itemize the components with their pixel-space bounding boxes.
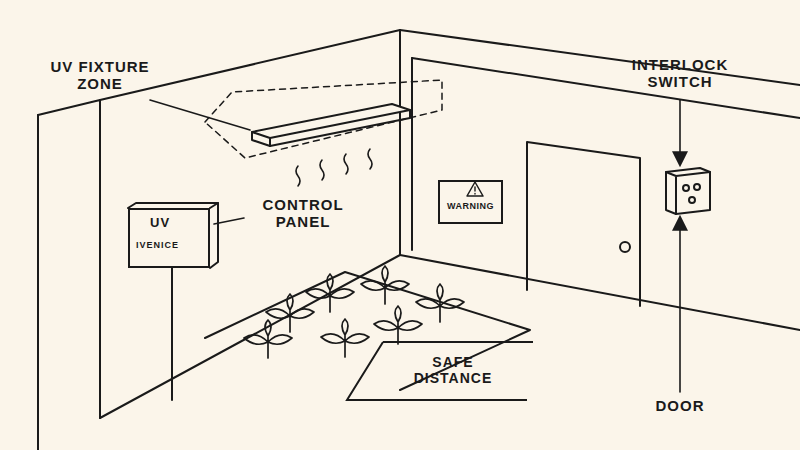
callout-label: INTERLOCK SWITCH — [615, 56, 745, 91]
callout-label: CONTROL PANEL — [248, 196, 358, 231]
plant-sprouts — [244, 266, 464, 358]
warning-sign: WARNING — [438, 180, 503, 224]
control-panel: UV IVENICE — [128, 208, 210, 268]
floor-zone — [205, 272, 530, 390]
door — [527, 142, 640, 306]
callout-label: UV FIXTURE ZONE — [30, 58, 170, 93]
interlock-switch — [666, 168, 710, 214]
safe-distance-zone: SAFE DISTANCE — [345, 340, 535, 402]
leader-arrow — [679, 218, 681, 392]
leader-line — [150, 100, 250, 130]
node-text: SAFE DISTANCE — [403, 354, 503, 386]
room-walls — [38, 30, 800, 450]
node-text: WARNING — [443, 201, 498, 211]
panel-side — [210, 203, 218, 268]
callout-label: DOOR — [645, 397, 715, 414]
uv-fixture — [205, 80, 442, 186]
node-text: IVENICE — [136, 240, 202, 250]
leader-arrow — [679, 100, 681, 164]
panel-stand — [171, 268, 173, 400]
node-text: UV — [136, 215, 202, 230]
warning-icon — [467, 182, 483, 196]
warning-icon — [474, 187, 475, 194]
